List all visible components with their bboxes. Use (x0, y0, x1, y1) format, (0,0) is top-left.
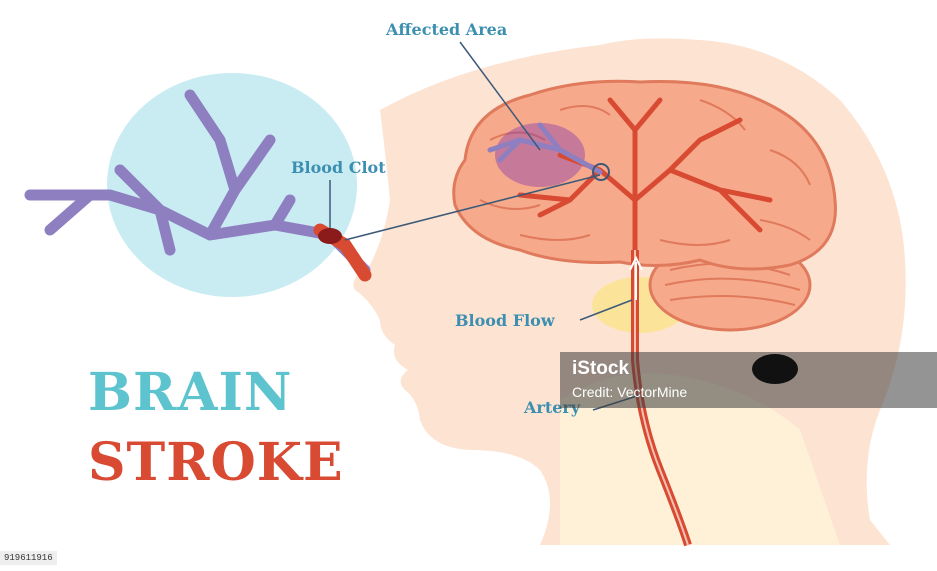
watermark-dot (752, 354, 798, 384)
neck-shade (560, 373, 840, 545)
brain-arteries (517, 97, 773, 253)
watermark-logo: iStock (572, 358, 630, 379)
leader-affected-area (459, 41, 541, 151)
label-affected-area: Affected Area (386, 20, 508, 39)
leader-clot-zoom (344, 174, 601, 241)
title-brain: BRAIN (88, 362, 293, 423)
leader-blood-flow (579, 299, 633, 321)
zoomed-vessel (24, 89, 371, 276)
title-stroke: STROKE (88, 432, 344, 493)
clot-marker (592, 163, 610, 181)
watermark-credit: Credit: VectorMine (572, 384, 688, 400)
image-id-tag: 919611916 (0, 551, 57, 565)
blood-flow-arrow-icon (629, 255, 643, 300)
brain-folds (479, 99, 811, 246)
watermark-banner: iStock Credit: VectorMine (560, 352, 937, 408)
brain-cerebrum (452, 79, 837, 271)
label-blood-flow: Blood Flow (455, 311, 555, 330)
blocked-branch (487, 122, 603, 175)
blood-clot (318, 228, 342, 244)
label-blood-clot: Blood Clot (291, 158, 386, 177)
